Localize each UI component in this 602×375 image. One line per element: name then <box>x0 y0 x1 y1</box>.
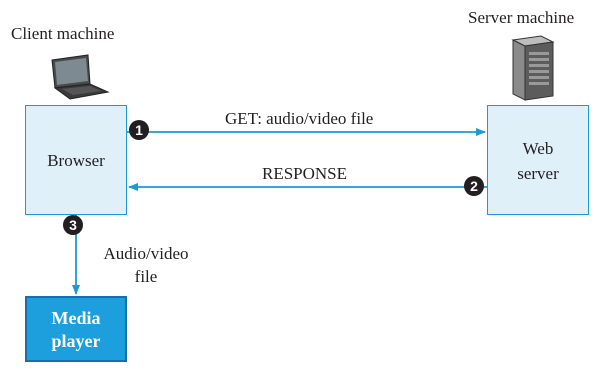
server-tower-icon <box>511 35 555 101</box>
svg-text:1: 1 <box>135 122 143 138</box>
svg-text:3: 3 <box>69 217 77 233</box>
audio-video-label-line1: Audio/video <box>103 244 189 263</box>
get-request-label: GET: audio/video file <box>225 109 374 128</box>
client-machine-label: Client machine <box>11 24 115 43</box>
browser-label: Browser <box>47 151 105 170</box>
web-server-label-line2: server <box>517 164 559 183</box>
web-server-box: Web server <box>487 105 589 215</box>
step-badge-1: 1 <box>129 120 149 140</box>
media-player-box: Media player <box>25 296 127 362</box>
audio-video-label: Audio/video file <box>92 244 200 287</box>
media-player-label-line2: player <box>51 331 101 351</box>
step-badge-2: 2 <box>464 176 484 196</box>
response-label: RESPONSE <box>262 164 348 183</box>
server-machine-label: Server machine <box>468 8 575 27</box>
svg-text:2: 2 <box>470 178 478 194</box>
web-server-label-line1: Web <box>522 139 554 158</box>
media-player-label-line1: Media <box>51 308 101 328</box>
laptop-icon <box>51 54 110 100</box>
audio-video-label-line2: file <box>134 267 158 286</box>
browser-box: Browser <box>25 105 127 215</box>
step-badge-3: 3 <box>63 215 83 235</box>
